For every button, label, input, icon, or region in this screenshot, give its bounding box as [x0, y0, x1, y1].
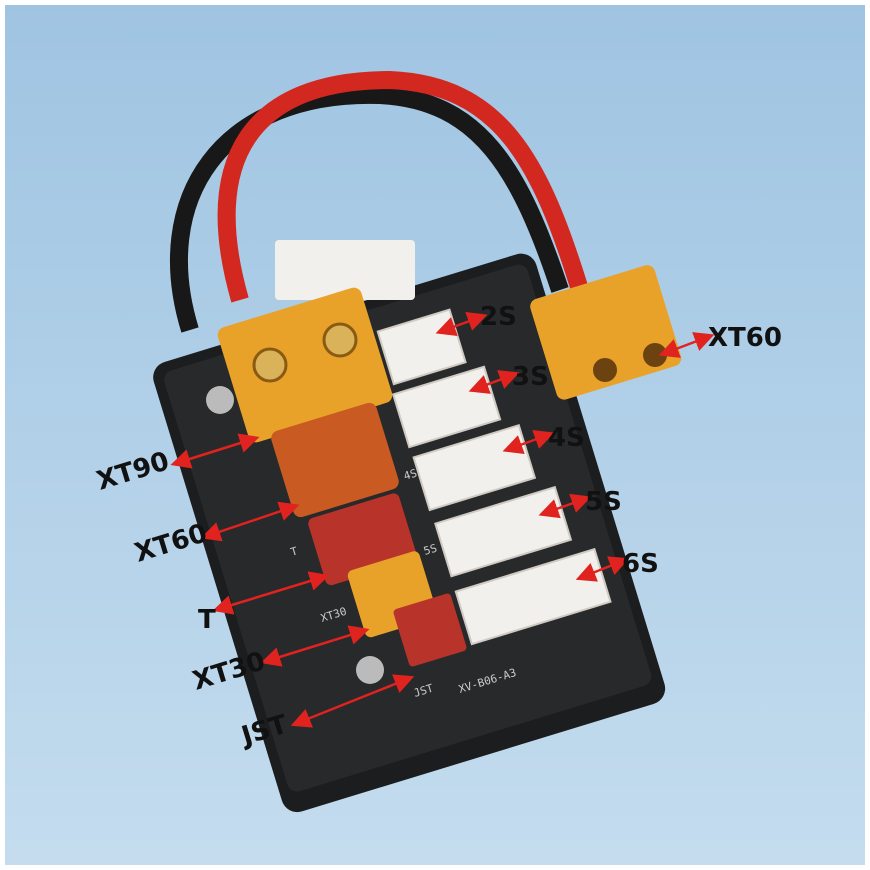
label-xt60-cable: XT60: [708, 323, 782, 353]
red-wire: [217, 70, 589, 303]
silk-4s: 4S: [402, 467, 418, 483]
label-2s: 2S: [480, 302, 517, 332]
jst-connector[interactable]: [393, 593, 468, 668]
label-5s: 5S: [585, 487, 622, 517]
silk-jst: JST: [412, 682, 435, 700]
screw-icon: [356, 656, 384, 684]
label-3s: 3S: [512, 362, 549, 392]
main-balance-socket: [275, 240, 415, 300]
cable-xt60-connector[interactable]: [528, 263, 683, 401]
label-4s: 4S: [548, 423, 585, 453]
annotation-arrows: [170, 312, 715, 728]
label-t: T: [198, 605, 216, 635]
silk-5s: 5S: [422, 542, 438, 558]
silk-t: T: [289, 544, 299, 558]
screw-icon: [206, 386, 234, 414]
xt60-connector[interactable]: [269, 401, 401, 519]
black-wire: [169, 85, 569, 333]
label-6s: 6S: [622, 549, 659, 579]
